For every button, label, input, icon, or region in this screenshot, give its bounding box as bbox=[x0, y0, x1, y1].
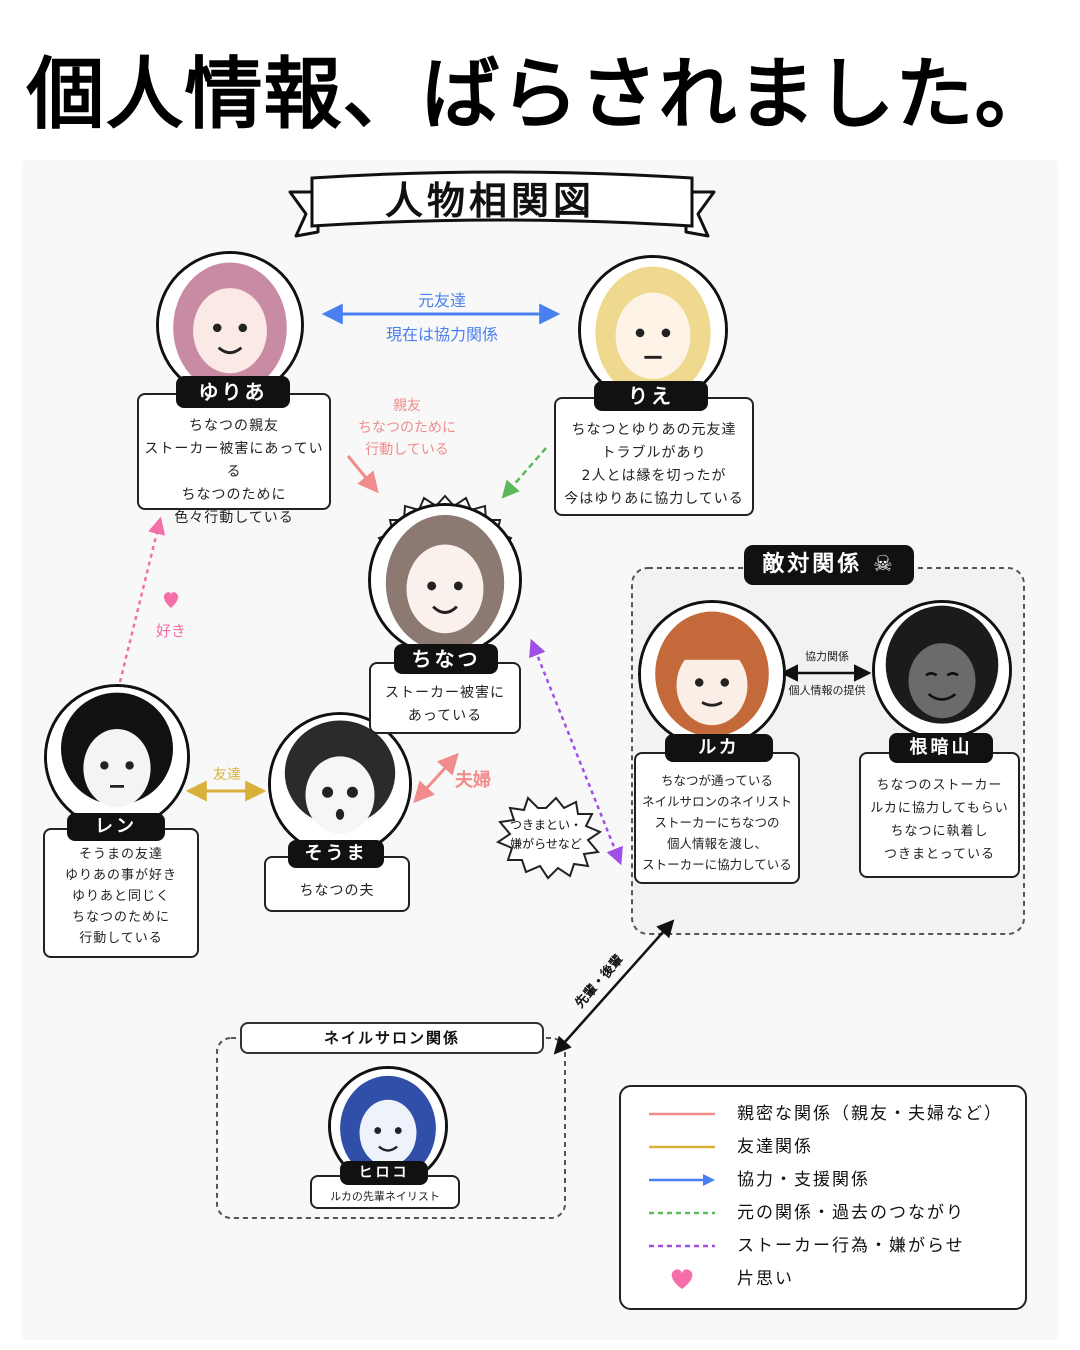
desc-chinatsu: ストーカー被害に あっている bbox=[369, 662, 521, 734]
nameplate-ren: レン bbox=[67, 813, 165, 841]
desc-rie: ちなつとゆりあの元友達 トラブルがあり 2人とは縁を切ったが 今はゆりあに協力し… bbox=[554, 397, 754, 516]
desc-ren: そうまの友達 ゆりあの事が好き ゆりあと同じく ちなつのために 行動している bbox=[43, 828, 199, 958]
legend-row: 片思い bbox=[621, 1264, 1025, 1294]
avatar-rie bbox=[578, 255, 728, 405]
edge-yuria-chinatsu bbox=[346, 455, 379, 494]
legend-row: 協力・支援関係 bbox=[621, 1165, 1025, 1195]
label-ren-souma: 友達 bbox=[213, 767, 241, 783]
legend-label: 片思い bbox=[737, 1269, 794, 1289]
label-souma-chinatsu: 夫婦 bbox=[455, 770, 491, 791]
legend-swatch bbox=[649, 1174, 715, 1186]
portrait-neanzan bbox=[875, 603, 1009, 737]
legend-row: ストーカー行為・嫌がらせ bbox=[621, 1231, 1025, 1261]
portrait-souma bbox=[271, 715, 409, 853]
legend-row: 友達関係 bbox=[621, 1132, 1025, 1162]
nameplate-hiroko: ヒロコ bbox=[340, 1161, 428, 1185]
nameplate-neanzan: 根暗山 bbox=[889, 733, 993, 763]
label-ruka-neanzan-bottom: 個人情報の提供 bbox=[788, 684, 866, 697]
legend-label: 協力・支援関係 bbox=[737, 1170, 870, 1190]
legend-swatch bbox=[671, 1269, 693, 1289]
stalk-bubble-text: つきまとい・ 嫌がらせなど bbox=[509, 818, 582, 851]
skull-icon: ☠ bbox=[872, 552, 896, 577]
legend-swatch bbox=[649, 1112, 715, 1116]
nameplate-rie: りえ bbox=[594, 381, 708, 411]
banner-ribbon bbox=[288, 170, 716, 238]
legend: 親密な関係（親友・夫婦など） 友達関係協力・支援関係元の関係・過去のつながりストー… bbox=[619, 1085, 1027, 1310]
legend-label: 元の関係・過去のつながり bbox=[737, 1203, 965, 1223]
edge-souma-chinatsu bbox=[413, 752, 459, 804]
legend-swatch bbox=[649, 1244, 715, 1248]
nameplate-chinatsu: ちなつ bbox=[394, 644, 498, 674]
label-yuria-rie: 元友達 現在は協力関係 bbox=[385, 291, 498, 344]
legend-label: 友達関係 bbox=[737, 1137, 813, 1157]
desc-ruka: ちなつが通っている ネイルサロンのネイリスト ストーカーにちなつの 個人情報を渡… bbox=[634, 752, 800, 884]
enemy-group-title: 敵対関係 ☠ bbox=[744, 545, 914, 585]
avatar-neanzan bbox=[872, 600, 1012, 740]
nameplate-yuria: ゆりあ bbox=[176, 376, 290, 408]
edge-ren-yuria bbox=[118, 516, 166, 683]
label-yuria-chinatsu: 親友 ちなつのために 行動している bbox=[358, 398, 456, 458]
stalk-bubble bbox=[495, 796, 603, 880]
nail-salon-group-frame bbox=[216, 1037, 566, 1219]
avatar-ren bbox=[44, 684, 190, 830]
edge-rie-chinatsu bbox=[501, 447, 547, 499]
portrait-chinatsu bbox=[371, 506, 519, 654]
legend-swatch bbox=[649, 1211, 715, 1215]
label-ruka-neanzan-top: 協力関係 bbox=[805, 650, 849, 663]
page-title: 個人情報、ばらされました。 bbox=[26, 49, 1054, 140]
label-ren-yuria: 好き bbox=[155, 622, 186, 640]
portrait-yuria bbox=[159, 254, 301, 396]
nameplate-souma: そうま bbox=[288, 840, 384, 868]
nameplate-ruka: ルカ bbox=[665, 734, 773, 762]
legend-row: 親密な関係（親友・夫婦など） bbox=[621, 1099, 1025, 1129]
portrait-ruka bbox=[641, 603, 783, 745]
avatar-yuria bbox=[156, 251, 304, 399]
desc-hiroko: ルカの先輩ネイリスト bbox=[310, 1175, 460, 1209]
edge-senior-junior bbox=[553, 919, 675, 1055]
legend-label: ストーカー行為・嫌がらせ bbox=[737, 1236, 965, 1256]
nail-salon-group-title: ネイルサロン関係 bbox=[240, 1022, 544, 1054]
crush-heart-icon bbox=[163, 592, 179, 608]
avatar-souma bbox=[268, 712, 412, 856]
legend-label: 親密な関係（親友・夫婦など） bbox=[737, 1104, 1003, 1124]
avatar-chinatsu bbox=[368, 503, 522, 657]
avatar-ruka bbox=[638, 600, 786, 748]
desc-yuria: ちなつの親友 ストーカー被害にあっている ちなつのために 色々行動している bbox=[137, 393, 331, 526]
legend-row: 元の関係・過去のつながり bbox=[621, 1198, 1025, 1228]
portrait-rie bbox=[581, 258, 725, 402]
legend-swatch bbox=[649, 1145, 715, 1149]
desc-neanzan: ちなつのストーカー ルカに協力してもらい ちなつに執着し つきまとっている bbox=[859, 752, 1020, 878]
portrait-ren bbox=[47, 687, 187, 827]
enemy-group-label: 敵対関係 bbox=[762, 552, 863, 577]
banner-title: 人物相関図 bbox=[384, 179, 595, 223]
